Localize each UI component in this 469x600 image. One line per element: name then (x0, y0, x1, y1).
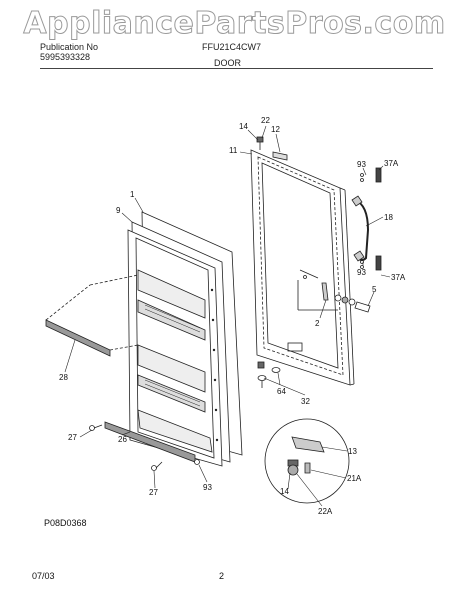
publication-label: Publication No (40, 42, 99, 52)
label-37a-top: 37A (384, 159, 399, 168)
label-26: 26 (118, 435, 127, 444)
screw-27 (89, 424, 163, 471)
leader-lines (64, 125, 391, 507)
label-12: 12 (271, 125, 280, 134)
label-93-mid: 93 (357, 268, 366, 277)
footer-date: 07/03 (32, 571, 55, 581)
label-13: 13 (348, 447, 357, 456)
label-1: 1 (130, 190, 135, 199)
door-liner (127, 211, 243, 467)
label-18: 18 (384, 213, 393, 222)
label-37a-bottom: 37A (391, 273, 406, 282)
publication-number: 5995393328 (40, 52, 91, 62)
top-hinge-screw (256, 136, 264, 150)
label-2: 2 (315, 319, 320, 328)
label-14-detail: 14 (280, 487, 289, 496)
label-14: 14 (239, 122, 248, 131)
section-title: DOOR (214, 58, 241, 68)
screw-93-lower (194, 459, 200, 465)
door-handle (351, 167, 382, 271)
label-93-bottom: 93 (203, 483, 212, 492)
label-11: 11 (229, 146, 238, 155)
hinge-assembly (297, 275, 371, 313)
header-divider (40, 68, 433, 69)
label-22a: 22A (318, 507, 333, 516)
bottom-hinge-parts (257, 361, 281, 388)
label-93-top: 93 (357, 160, 366, 169)
part-12-shape (272, 151, 288, 161)
diagram-code: P08D0368 (44, 518, 87, 528)
label-5: 5 (372, 285, 377, 294)
label-64: 64 (277, 387, 286, 396)
detail-circle (264, 418, 350, 504)
part-number-labels: 14 22 12 11 1 9 93 37A 18 93 37A 5 2 28 … (59, 116, 406, 516)
label-21a: 21A (347, 474, 362, 483)
diagram-drawing (45, 136, 382, 504)
watermark-logo: AppliancePartsPros.com (23, 6, 446, 42)
label-9: 9 (116, 206, 121, 215)
label-27-bottom: 27 (149, 488, 158, 497)
label-32: 32 (301, 397, 310, 406)
page-number: 2 (219, 571, 225, 581)
model-number: FFU21C4CW7 (202, 42, 262, 52)
label-28: 28 (59, 373, 68, 382)
label-27-left: 27 (68, 433, 77, 442)
outer-door-panel (250, 149, 355, 386)
shelf-rail (45, 274, 139, 357)
label-22: 22 (261, 116, 270, 125)
